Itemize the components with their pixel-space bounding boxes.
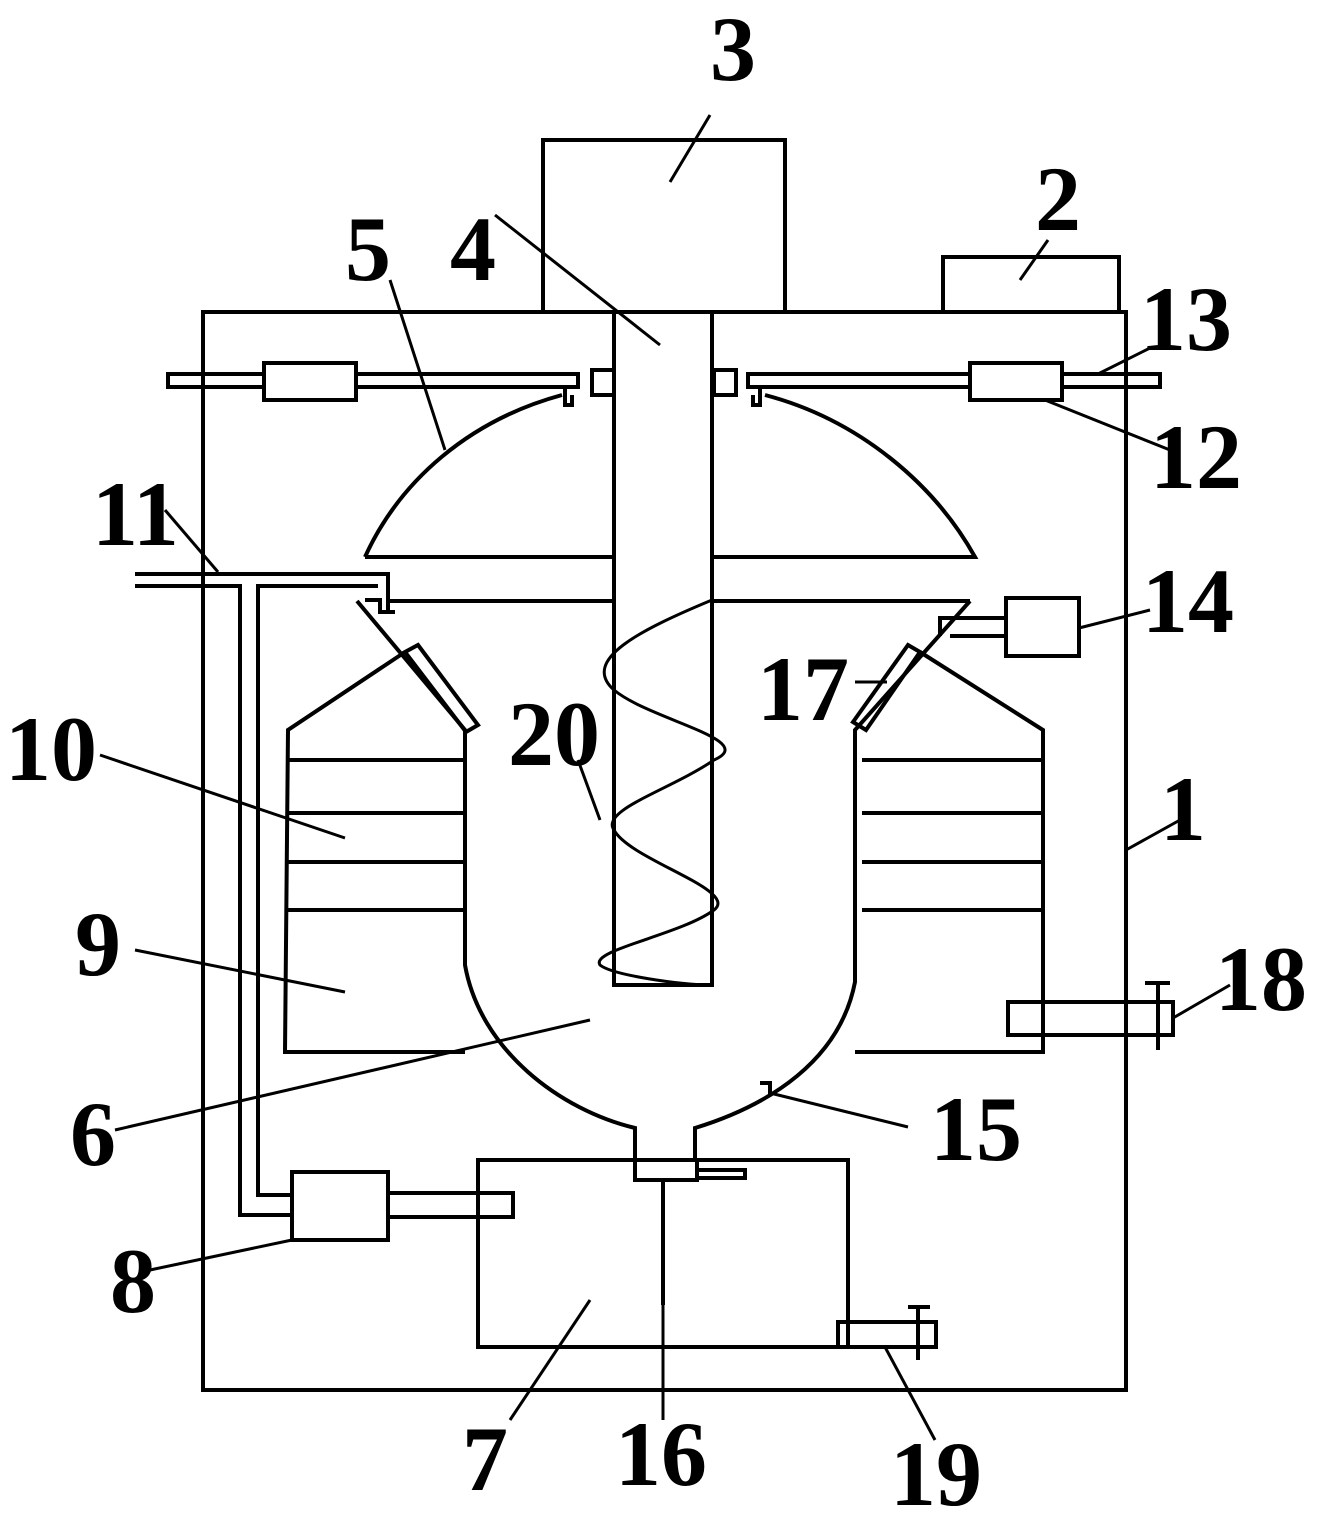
pipe-outer — [135, 572, 390, 1217]
rail-right — [746, 372, 1162, 389]
label-4: 4 — [450, 198, 496, 300]
leader-15 — [769, 1091, 909, 1129]
leader-1 — [1125, 818, 1181, 852]
baffle-left — [401, 642, 481, 735]
leader-7 — [508, 1299, 592, 1421]
label-14: 14 — [1142, 550, 1234, 652]
hook-right — [751, 387, 762, 407]
leader-20 — [576, 759, 602, 821]
label-7: 7 — [462, 1408, 508, 1510]
pump-left-outlet — [386, 1191, 515, 1219]
slider-right — [968, 361, 1064, 402]
label-16: 16 — [615, 1403, 707, 1505]
motor-box — [541, 138, 787, 314]
label-11: 11 — [92, 463, 179, 565]
label-2: 2 — [1035, 148, 1081, 250]
drain-valve-tank — [836, 1320, 938, 1349]
dome-cover — [363, 393, 979, 559]
leader-10 — [99, 753, 346, 840]
hook-left — [563, 387, 574, 407]
leader-19 — [883, 1346, 937, 1441]
chamber-right — [855, 650, 1045, 1054]
control-box — [941, 255, 1121, 314]
label-20: 20 — [508, 683, 600, 785]
spiral-blade — [597, 598, 727, 987]
leader-9 — [134, 948, 346, 994]
leader-13 — [1097, 346, 1151, 376]
leader-6 — [114, 1018, 591, 1132]
label-15: 15 — [930, 1078, 1022, 1180]
label-13: 13 — [1140, 268, 1232, 370]
label-1: 1 — [1160, 758, 1206, 860]
central-vessel — [355, 599, 972, 1160]
bearing-left — [590, 368, 616, 397]
bearing-right — [712, 368, 738, 397]
baffle-right — [850, 642, 923, 733]
label-9: 9 — [75, 893, 121, 995]
rail-left — [166, 372, 580, 389]
label-6: 6 — [70, 1083, 116, 1185]
leader-14 — [1078, 608, 1151, 630]
pump-left — [290, 1170, 390, 1242]
slider-left — [262, 361, 358, 402]
label-8: 8 — [110, 1230, 156, 1332]
label-5: 5 — [345, 198, 391, 300]
label-12: 12 — [1150, 406, 1242, 508]
leader-5 — [388, 279, 447, 451]
label-17: 17 — [757, 638, 849, 740]
label-3: 3 — [710, 0, 756, 100]
leader-18 — [1172, 983, 1231, 1020]
outlet-tab — [760, 1081, 772, 1095]
shaft — [612, 310, 714, 987]
label-19: 19 — [890, 1423, 982, 1515]
leader-4 — [494, 213, 661, 347]
leader-2 — [1018, 239, 1050, 281]
valve-plate — [633, 1158, 699, 1182]
leader-3 — [668, 114, 712, 183]
valve-handle — [695, 1168, 747, 1180]
leader-12 — [1044, 398, 1171, 452]
pump-right — [1004, 596, 1081, 658]
pipe-inner — [256, 584, 378, 1197]
nozzle — [365, 598, 395, 614]
label-18: 18 — [1215, 928, 1307, 1030]
label-10: 10 — [5, 698, 97, 800]
pump-pipe — [938, 616, 1006, 638]
drain-valve-right — [1006, 1000, 1175, 1037]
leader-11 — [163, 509, 220, 573]
leader-8 — [149, 1238, 293, 1272]
chamber-left — [282, 650, 465, 1054]
